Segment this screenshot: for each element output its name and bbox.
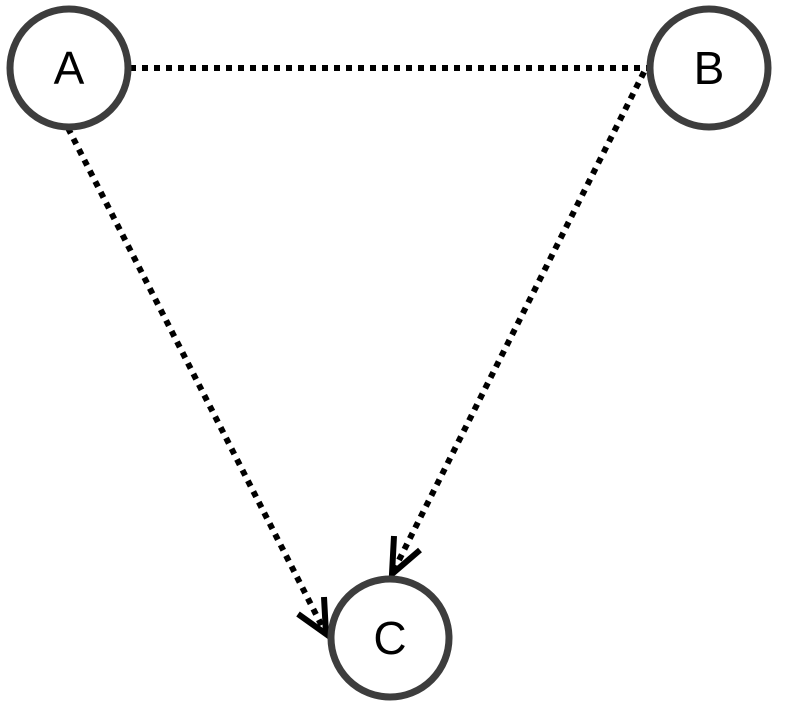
node-c: C: [327, 575, 453, 701]
edge-b-c: [389, 70, 647, 576]
arrowhead-a-c: [296, 596, 330, 641]
node-c-circle: [327, 575, 453, 701]
node-b-circle: [646, 5, 772, 131]
node-a-label: A: [54, 42, 85, 94]
edge-a-c: [65, 126, 329, 636]
arrowhead-b-c: [388, 535, 422, 581]
node-a: A: [6, 5, 132, 131]
node-b-label: B: [694, 42, 725, 94]
node-a-circle: [6, 5, 132, 131]
node-c-label: C: [373, 612, 406, 664]
node-b: B: [646, 5, 772, 131]
edges: [65, 65, 648, 641]
